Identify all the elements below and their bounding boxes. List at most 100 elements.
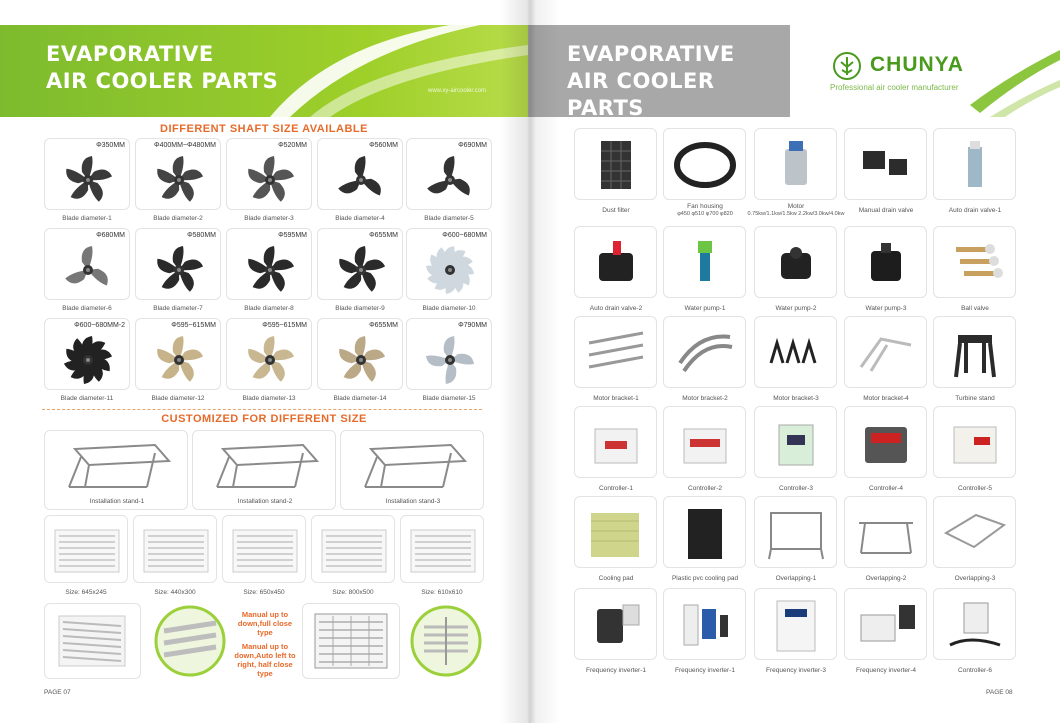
- part-caption: Plastic pvc cooling pad: [671, 575, 739, 582]
- part-caption: Motor bracket-2: [682, 395, 728, 402]
- part-caption: Overlapping-3: [954, 575, 996, 582]
- blade-size-label: Φ680MM: [96, 232, 125, 239]
- blade-card: Φ350MM: [44, 138, 130, 210]
- blade-caption: Blade diameter-14: [333, 395, 387, 402]
- louver-card: [311, 515, 395, 583]
- part-caption: Overlapping-1: [775, 575, 817, 582]
- stand-image: [55, 435, 179, 495]
- part-card: [574, 406, 657, 478]
- part-caption: Auto drain valve-1: [948, 207, 1002, 214]
- louver-size-caption: Size: 800x500: [332, 589, 374, 596]
- part-card: [933, 316, 1016, 388]
- fan-blade-image: [144, 143, 214, 209]
- part-image: [761, 135, 831, 195]
- fan-blade-image: [326, 143, 396, 209]
- part-caption: Frequency inverter-1: [586, 667, 646, 674]
- part-caption: Frequency inverter-4: [856, 667, 916, 674]
- part-card: [663, 226, 746, 298]
- blade-card: Φ560MM: [317, 138, 403, 210]
- blade-size-label: Φ655MM: [369, 322, 398, 329]
- louver-card-full-close: [44, 603, 141, 679]
- part-image: [851, 233, 921, 293]
- part-caption: Overlapping-2: [865, 575, 907, 582]
- brand-name: CHUNYA: [870, 53, 964, 76]
- fan-blade-image: [235, 143, 305, 209]
- note-full-close: Manual up to down,full close type: [237, 610, 293, 637]
- part-caption: Ball valve: [961, 305, 989, 312]
- section-title-customized: CUSTOMIZED FOR DIFFERENT SIZE: [161, 413, 367, 425]
- part-card: [663, 316, 746, 388]
- part-card: [844, 128, 927, 200]
- louver-size-caption: Size: 645x245: [65, 589, 107, 596]
- part-caption: Fan housing: [687, 203, 723, 210]
- part-image: [940, 233, 1010, 293]
- blade-caption: Blade diameter-5: [424, 215, 474, 222]
- part-card: [663, 406, 746, 478]
- part-subcaption: φ450 φ510 φ700 φ820: [677, 211, 733, 217]
- part-card: [574, 496, 657, 568]
- part-card: [844, 316, 927, 388]
- part-card: [754, 316, 837, 388]
- installation-stand-card: Installation stand-1: [44, 430, 188, 510]
- fan-blade-image: [53, 323, 123, 389]
- louver-image: [142, 526, 210, 576]
- part-image: [670, 135, 740, 195]
- part-image: [940, 135, 1010, 195]
- blade-card: Φ655MM: [317, 228, 403, 300]
- part-image: [851, 595, 921, 655]
- blade-caption: Blade diameter-3: [244, 215, 294, 222]
- page-number-left: PAGE 07: [44, 689, 71, 696]
- left-page: EVAPORATIVE AIR COOLER PARTS www.xy-airc…: [0, 0, 528, 723]
- blade-card: Φ690MM: [406, 138, 492, 210]
- blade-caption: Blade diameter-15: [422, 395, 476, 402]
- left-title-line2: AIR COOLER PARTS: [46, 69, 279, 93]
- blade-size-label: Φ595~615MM: [171, 322, 216, 329]
- part-image: [851, 503, 921, 563]
- section-title-shaft: DIFFERENT SHAFT SIZE AVAILABLE: [160, 123, 368, 135]
- part-caption: Cooling pad: [598, 575, 634, 582]
- part-caption: Turbine stand: [955, 395, 995, 402]
- blade-caption: Blade diameter-10: [422, 305, 476, 312]
- louver-image: [314, 613, 388, 669]
- blade-caption: Blade diameter-6: [62, 305, 112, 312]
- louver-size-caption: Size: 610x610: [421, 589, 463, 596]
- fan-blade-image: [415, 233, 485, 299]
- louver-zoom-circle-1: [150, 603, 230, 679]
- blade-size-label: Φ580MM: [187, 232, 216, 239]
- part-image: [670, 503, 740, 563]
- part-image: [581, 323, 651, 383]
- installation-stand-card: Installation stand-2: [192, 430, 336, 510]
- blade-caption: Blade diameter-9: [335, 305, 385, 312]
- website-url: www.xy-aircooler.com: [428, 88, 487, 94]
- part-card: [574, 226, 657, 298]
- blade-caption: Blade diameter-7: [153, 305, 203, 312]
- part-card: [754, 588, 837, 660]
- stand-image: [203, 435, 327, 495]
- part-caption: Manual drain valve: [858, 207, 914, 214]
- blade-card: Φ600~680MM: [406, 228, 492, 300]
- part-image: [761, 233, 831, 293]
- blade-size-label: Φ560MM: [369, 142, 398, 149]
- part-caption: Motor bracket-4: [863, 395, 909, 402]
- part-caption: Controller-5: [958, 485, 992, 492]
- right-title-line2: AIR COOLER PARTS: [567, 69, 715, 120]
- part-card: [933, 128, 1016, 200]
- fan-blade-image: [144, 233, 214, 299]
- louver-size-caption: Size: 650x450: [243, 589, 285, 596]
- header-swoosh-graphic: [970, 50, 1060, 117]
- part-caption: Motor bracket-3: [773, 395, 819, 402]
- louver-image: [409, 526, 477, 576]
- part-caption: Controller-3: [779, 485, 813, 492]
- blade-caption: Blade diameter-11: [60, 395, 114, 402]
- part-image: [670, 323, 740, 383]
- part-card: [574, 588, 657, 660]
- stand-caption: Installation stand-3: [385, 498, 441, 505]
- blade-size-label: Φ690MM: [458, 142, 487, 149]
- part-image: [851, 135, 921, 195]
- louver-card: [400, 515, 484, 583]
- part-image: [581, 413, 651, 473]
- blade-card: Φ595MM: [226, 228, 312, 300]
- part-card: [933, 226, 1016, 298]
- louver-card-half-close: [302, 603, 400, 679]
- part-card: [663, 496, 746, 568]
